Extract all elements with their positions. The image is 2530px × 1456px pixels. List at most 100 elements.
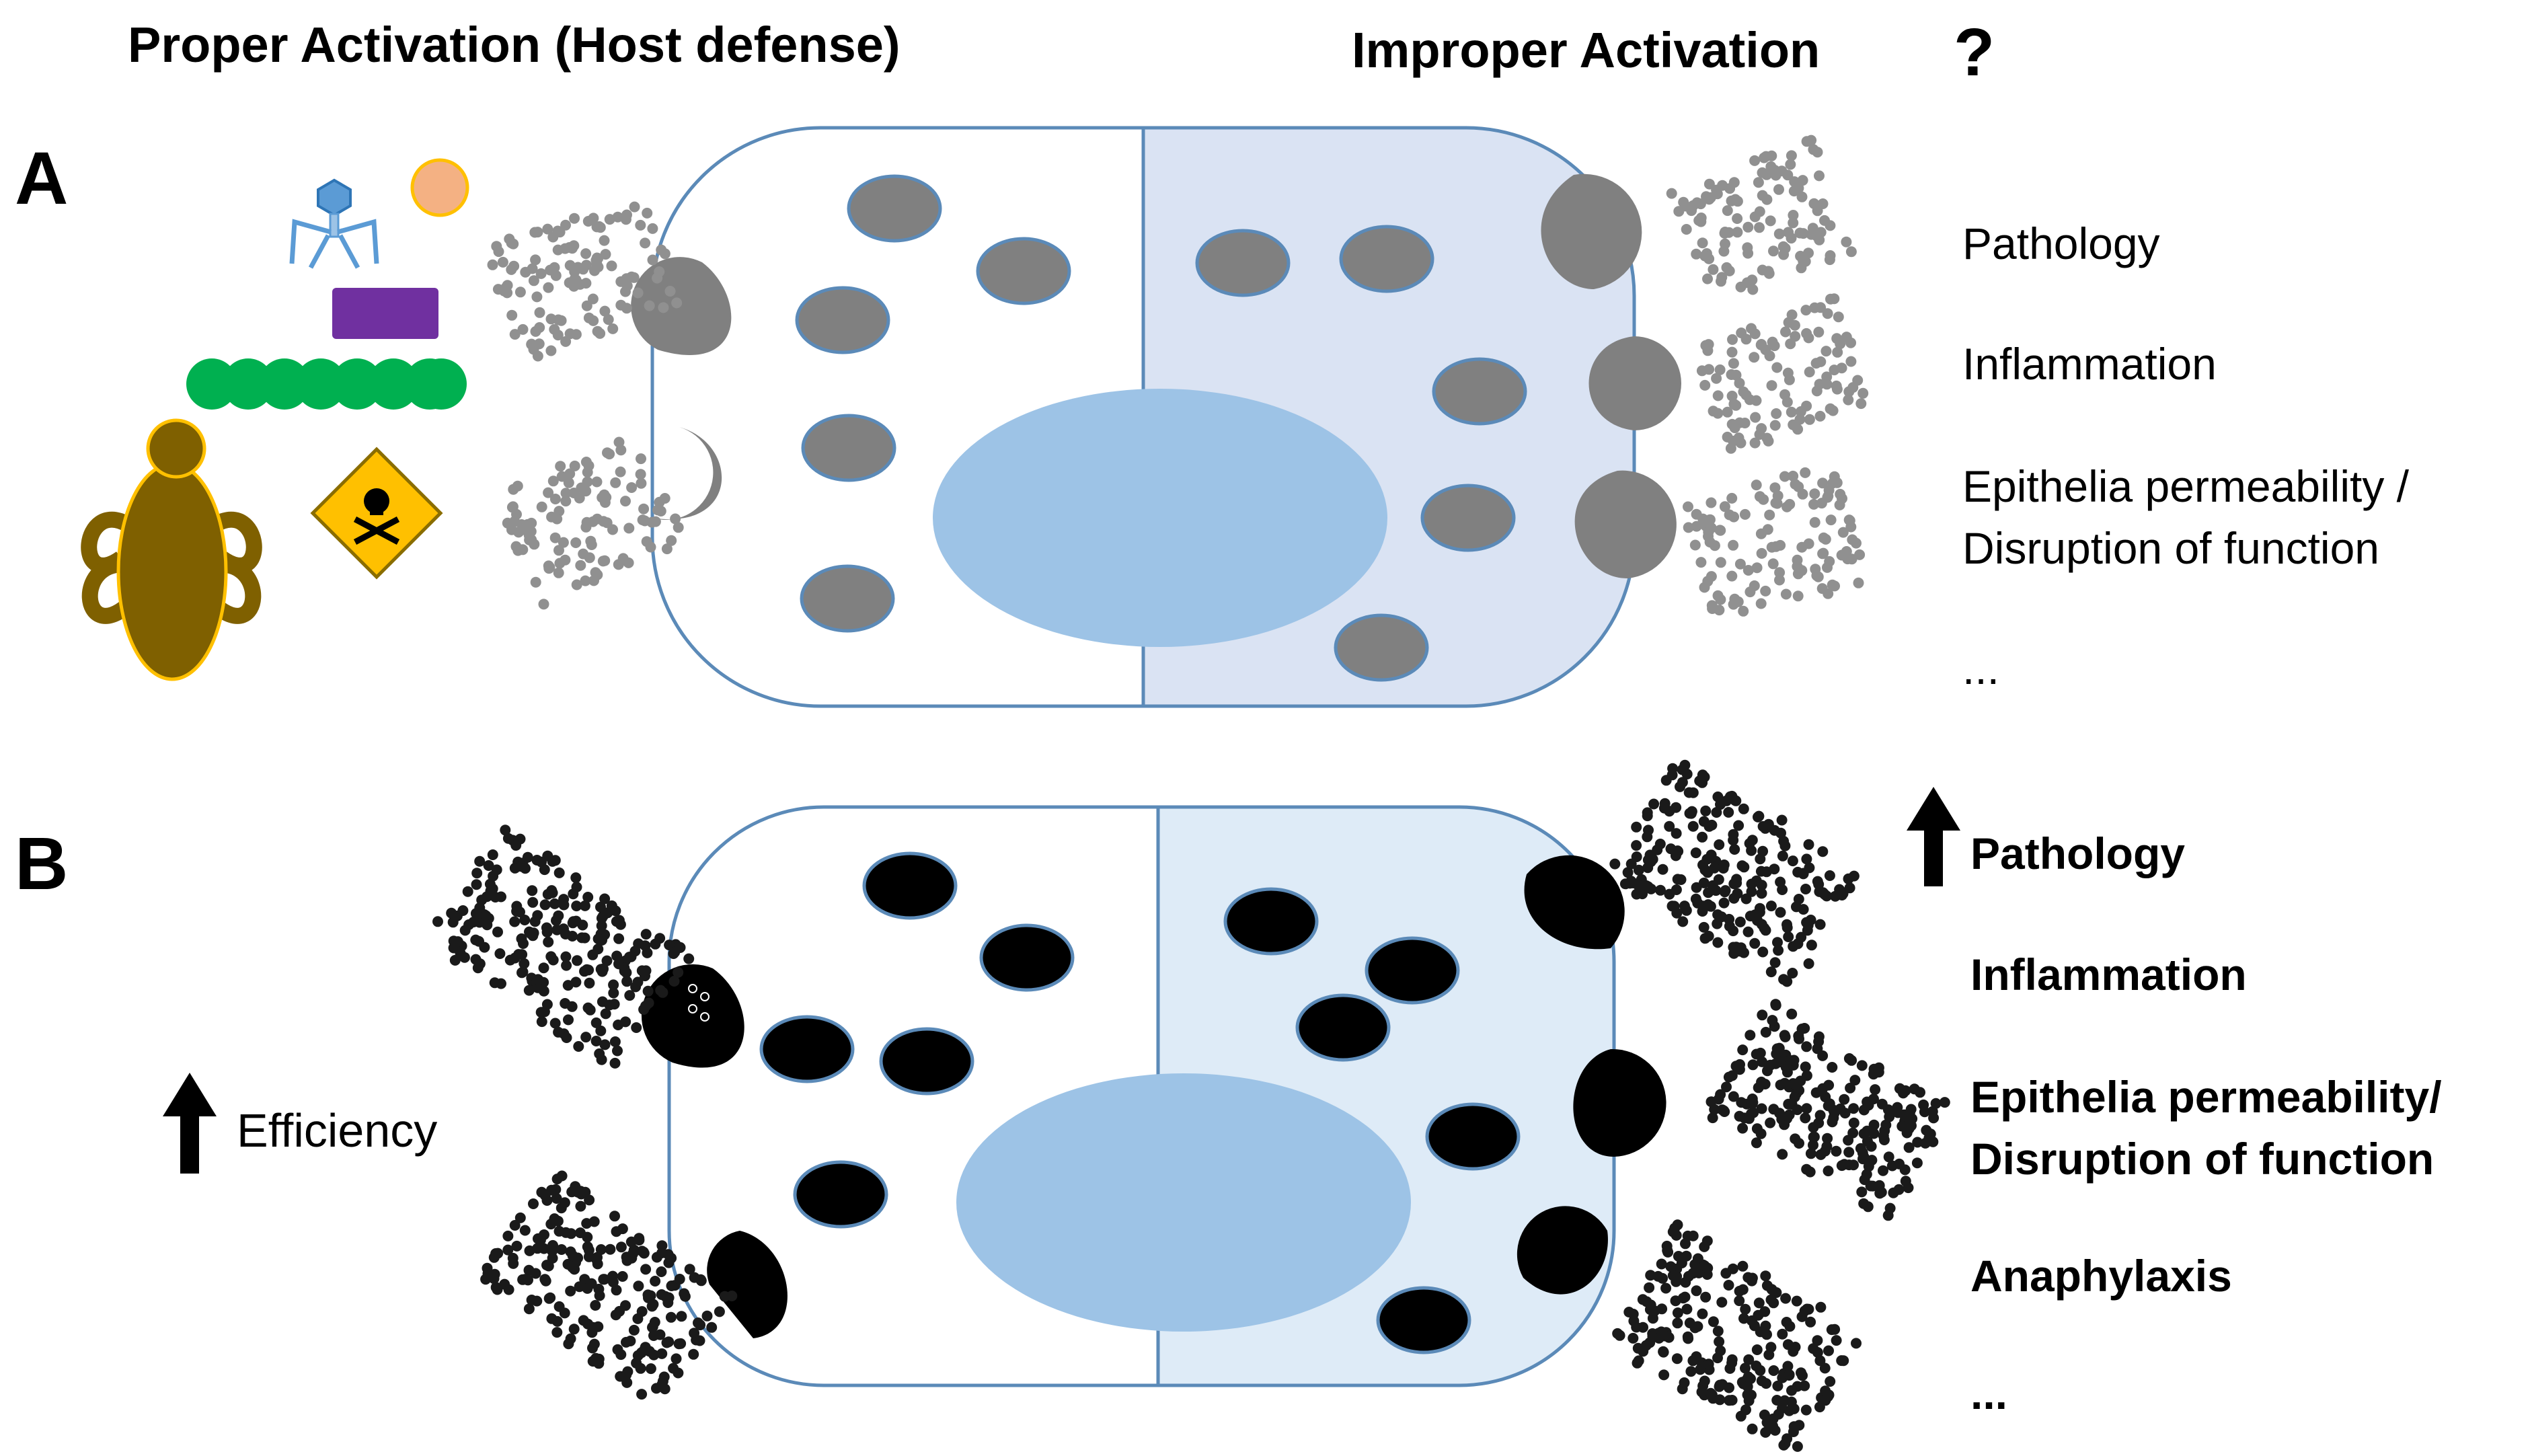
mediator-dot — [1631, 888, 1642, 900]
mediator-dot — [588, 575, 599, 586]
mediator-dot — [581, 300, 592, 311]
mediator-dot — [1665, 843, 1677, 855]
mediator-dot — [1803, 958, 1814, 969]
mediator-dot — [1809, 516, 1820, 528]
mediator-dot — [1862, 1125, 1873, 1137]
mediator-dot — [1767, 1015, 1778, 1026]
mediator-dot — [656, 1266, 667, 1277]
mediator-dot — [1788, 1078, 1799, 1089]
mediator-dot — [1697, 1308, 1708, 1319]
mediator-dot — [523, 1264, 535, 1276]
mite-icon — [81, 418, 262, 681]
mediator-dot — [536, 1016, 547, 1028]
mediator-dot — [472, 962, 484, 974]
mediator-dot — [629, 201, 640, 213]
mediator-dot — [524, 534, 535, 545]
mediator-dot — [1896, 1120, 1908, 1132]
mediator-dot — [1728, 177, 1740, 188]
mediator-dot — [584, 977, 595, 989]
mediator-dot — [530, 254, 541, 266]
mediator-dot — [574, 1227, 586, 1239]
mediator-dot — [564, 260, 576, 271]
mediator-dot — [1884, 1202, 1896, 1214]
mediator-dot — [586, 1278, 597, 1289]
mediator-dot — [1781, 1433, 1793, 1445]
mediator-dot — [615, 299, 627, 311]
mediator-dot — [1814, 410, 1826, 422]
mediator-dot — [1790, 1133, 1801, 1145]
mediator-dot — [1722, 406, 1733, 418]
mediator-dot — [1711, 373, 1722, 384]
mediator-dot — [471, 879, 482, 890]
mediator-dot — [635, 219, 646, 231]
mediator-dot — [1740, 1303, 1751, 1315]
mediator-dot — [551, 1174, 563, 1185]
mediator-dot — [1812, 1335, 1823, 1346]
mediator-dot — [1796, 565, 1808, 576]
mediator-dot — [655, 985, 666, 996]
mediator-dot — [1703, 253, 1715, 264]
mediator-dot — [1756, 1375, 1767, 1387]
mediator-dot — [1722, 205, 1733, 217]
outcome-a-disruption: Disruption of function — [1962, 523, 2379, 573]
mediator-dot — [1780, 588, 1792, 600]
mediator-dot — [1705, 1387, 1716, 1399]
mediator-dot — [1800, 1404, 1812, 1416]
mediator-dot — [648, 1349, 660, 1361]
mediator-dot — [1823, 588, 1834, 599]
mediator-dot — [1660, 775, 1672, 786]
mediator-dot — [1834, 884, 1845, 895]
mediator-dot — [1747, 1098, 1758, 1110]
mediator-dot — [446, 907, 457, 919]
mediator-dot — [1767, 558, 1779, 570]
mediator-dot — [1716, 272, 1728, 283]
mediator-dot — [502, 1230, 514, 1241]
mediator-dot — [509, 1220, 521, 1231]
mediator-dot — [1699, 1260, 1710, 1272]
mediator-dot — [693, 1317, 703, 1328]
mediator-dot — [631, 1022, 642, 1033]
mediator-dot — [1691, 1285, 1702, 1297]
mediator-dot — [553, 910, 564, 921]
mediator-dot — [569, 213, 580, 224]
mediator-dot — [480, 910, 492, 921]
mediator-dot — [1863, 1100, 1874, 1111]
mediator-dot — [1658, 1369, 1670, 1381]
mediator-dot — [1825, 514, 1837, 526]
mediator-dot — [492, 926, 503, 937]
mediator-dot — [1804, 367, 1815, 378]
mediator-dot — [1719, 501, 1730, 512]
mediator-dot — [528, 275, 539, 286]
mediator-dot — [1702, 345, 1714, 356]
mediator-dot — [1814, 1355, 1826, 1367]
virus-icon — [289, 178, 379, 269]
mediator-dot — [563, 1014, 574, 1026]
mediator-dot — [1761, 1417, 1773, 1428]
mediator-dot — [508, 260, 520, 272]
mediator-dot — [490, 892, 501, 903]
mediator-dot — [1670, 1295, 1681, 1307]
mediator-dot — [586, 539, 597, 550]
mediator-dot — [1759, 1306, 1771, 1317]
mediator-dot — [606, 260, 617, 272]
mediator-dot — [1912, 1137, 1923, 1148]
mediator-dot — [601, 492, 612, 503]
mediator-dot — [642, 207, 653, 219]
mediator-dot — [523, 1274, 533, 1286]
mediator-dot — [530, 576, 541, 588]
mediator-dot — [1726, 1354, 1738, 1365]
granule — [1425, 1102, 1521, 1171]
mediator-dot — [1718, 859, 1730, 870]
mediator-dot — [664, 286, 676, 297]
mediator-dot — [1705, 901, 1716, 912]
mediator-dot — [1769, 165, 1780, 176]
mediator-dot — [1724, 509, 1735, 521]
mediator-dot — [1801, 1041, 1812, 1052]
mediator-dot — [592, 933, 604, 944]
mediator-dot — [1664, 806, 1675, 817]
mediator-dot — [632, 287, 644, 299]
mediator-dot — [558, 537, 569, 548]
mediator-dot — [1671, 884, 1682, 895]
mediator-dot — [546, 1184, 557, 1196]
mediator-dot — [1761, 194, 1773, 205]
